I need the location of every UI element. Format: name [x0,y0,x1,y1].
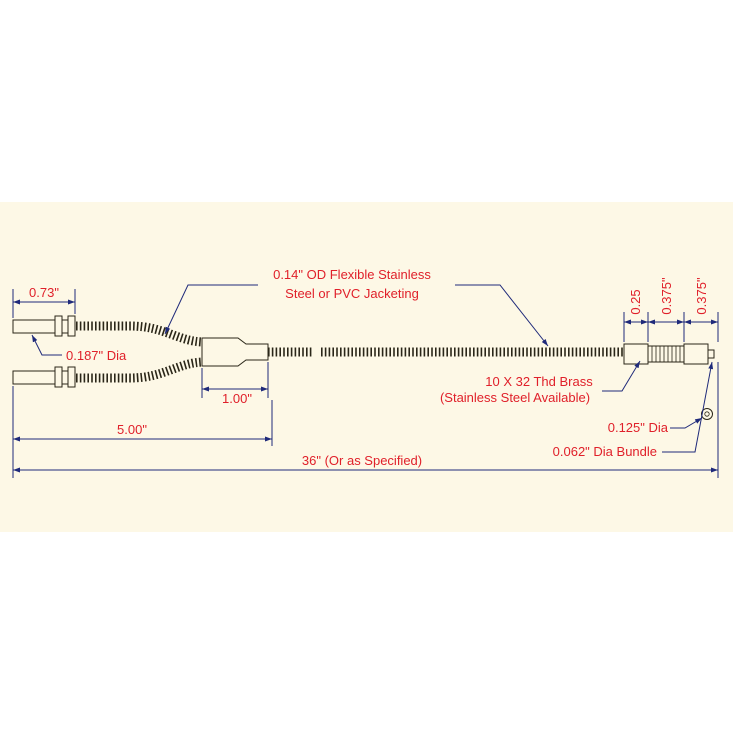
threaded-end-fitting [623,343,715,365]
lower-ferrule [12,366,76,388]
thread-label-line2: (Stainless Steel Available) [440,390,590,405]
upper-branch-cable [76,321,206,347]
thread-label-line1: 10 X 32 Thd Brass [485,374,593,389]
cable-assembly [12,315,715,420]
dim-label-0-375-a: 0.375" [659,277,674,315]
dim-label-0-187-dia: 0.187" Dia [66,348,127,363]
labels: 0.14" OD Flexible Stainless Steel or PVC… [29,267,709,468]
lower-branch-cable [76,357,206,383]
dimension-lines [12,289,719,478]
dim-label-0-25: 0.25 [628,289,643,314]
jacketing-label-line1: 0.14" OD Flexible Stainless [273,267,431,282]
dim-label-5-00: 5.00" [117,422,147,437]
drawing-panel [0,202,733,532]
dim-label-0-062-bundle: 0.062" Dia Bundle [553,444,657,459]
breakout-block [201,337,269,367]
dim-label-36: 36" (Or as Specified) [302,453,422,468]
end-view-circle [701,408,713,420]
upper-ferrule [12,315,76,337]
dim-label-0-73: 0.73" [29,285,59,300]
dim-label-0-125-dia: 0.125" Dia [608,420,669,435]
jacketing-label-line2: Steel or PVC Jacketing [285,286,419,301]
dim-label-0-375-b: 0.375" [694,277,709,315]
leader-lines [31,284,714,453]
dim-label-1-00: 1.00" [222,391,252,406]
